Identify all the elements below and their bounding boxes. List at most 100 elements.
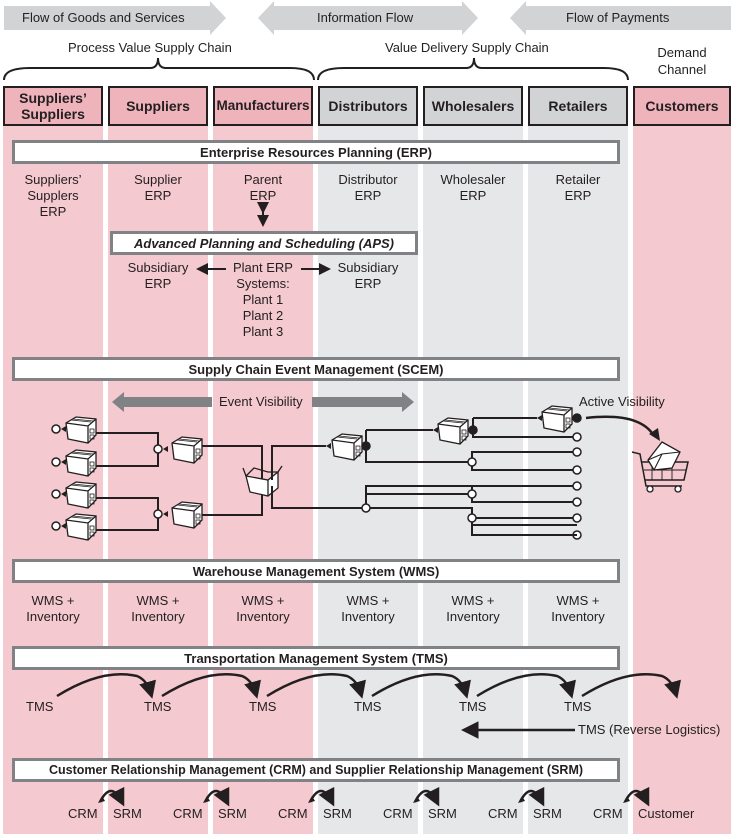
flow-tip: [61, 459, 66, 465]
wms-cell: WMS +Inventory: [318, 593, 418, 625]
event-visibility-label: Event Visibility: [219, 394, 303, 409]
tms-flow-arrow: [161, 672, 261, 699]
delivery-group-label: Value Delivery Supply Chain: [385, 40, 549, 55]
crm-arrowhead: [308, 796, 315, 803]
erp-text: Supplers: [27, 188, 79, 203]
network-link: [271, 486, 366, 509]
srm-label: SRM: [428, 806, 457, 821]
header-suppliers-suppliers: Suppliers’Suppliers: [3, 86, 103, 126]
crm-arrowhead: [518, 796, 525, 803]
srm-label: SRM: [323, 806, 352, 821]
process-brace: [3, 57, 315, 81]
information-flow-label: Information Flow: [317, 10, 414, 25]
information-flow-arrow: [258, 1, 478, 35]
demand-label-line1: Demand: [657, 45, 707, 60]
column-wholesalers: [423, 124, 523, 834]
network-node: [467, 489, 477, 499]
group-braces: [3, 57, 629, 81]
tms-label: TMS: [459, 699, 487, 714]
network-node: [572, 447, 582, 457]
column-customers: [633, 124, 731, 834]
erp-text: Retailer: [555, 172, 601, 187]
flow-tip: [326, 443, 331, 449]
erp-text: Wholesaler: [440, 172, 506, 187]
tms-label: TMS: [354, 699, 382, 714]
wms-line2: Inventory: [341, 609, 395, 624]
crm-label: CRM: [68, 806, 98, 821]
network-node: [51, 521, 61, 531]
aps-band: Advanced Planning and Scheduling (APS): [110, 231, 418, 255]
header-manufacturers: Manufacturers: [213, 86, 313, 126]
tms-flow-arrow: [581, 672, 681, 699]
wms-cell: WMS +Inventory: [3, 593, 103, 625]
erp-text: Parent: [243, 172, 283, 187]
flow-tip: [433, 427, 438, 433]
srm-label: SRM: [113, 806, 142, 821]
network-node: [572, 513, 582, 523]
tms-label: TMS: [26, 699, 54, 714]
network-node: [153, 509, 163, 519]
flow-tip: [163, 511, 168, 517]
active-visibility-arrow: [585, 415, 656, 437]
package-icon: [171, 501, 203, 529]
goods-flow-arrow: [4, 1, 226, 35]
erp-text: ERP: [249, 188, 277, 203]
active-node: [572, 413, 582, 423]
wms-band: Warehouse Management System (WMS): [12, 559, 620, 583]
network-node: [572, 465, 582, 475]
network-node: [51, 457, 61, 467]
network-node: [467, 513, 477, 523]
tms-reverse-label: TMS (Reverse Logistics): [578, 722, 721, 737]
package-icon: [65, 481, 97, 509]
plant-text: Plant 3: [242, 324, 284, 339]
erp-text: ERP: [564, 188, 592, 203]
plant-text: Plant ERP: [233, 260, 293, 275]
crm-label: CRM: [593, 806, 623, 821]
plant-text: Systems:: [236, 276, 290, 291]
sub-text: Subsidiary: [337, 260, 399, 275]
tms-flow-arrow: [371, 672, 471, 699]
flow-arrows: [4, 1, 731, 35]
plant-text: Plant 1: [242, 292, 284, 307]
demand-label-line2: Channel: [657, 62, 707, 77]
plant-text: Plant 2: [242, 308, 284, 323]
payments-flow-label: Flow of Payments: [566, 10, 670, 25]
shopping-cart-icon: [631, 441, 689, 493]
scem-band: Supply Chain Event Management (SCEM): [12, 357, 620, 381]
crm-label: CRM: [383, 806, 413, 821]
erp-text: ERP: [39, 204, 67, 219]
wms-line2: Inventory: [131, 609, 185, 624]
package-icon: [65, 449, 97, 477]
network-node: [572, 481, 582, 491]
tms-flow-arrow: [56, 672, 156, 699]
package-icon: [331, 433, 363, 461]
crm-arrowhead: [623, 796, 630, 803]
package-icon: [541, 405, 573, 433]
crm-arrowhead: [98, 796, 105, 803]
crm-arrowhead: [413, 796, 420, 803]
flow-tip: [163, 446, 168, 452]
flow-tip: [61, 523, 66, 529]
srm-label: SRM: [218, 806, 247, 821]
srm-label: SRM: [533, 806, 562, 821]
erp-text: ERP: [354, 188, 382, 203]
erp-text: ERP: [144, 188, 172, 203]
tms-label: TMS: [249, 699, 277, 714]
wms-line1: WMS +: [31, 593, 75, 608]
erp-text: Supplier: [134, 172, 182, 187]
package-icon: [65, 513, 97, 541]
network-link: [271, 445, 326, 480]
process-group-label: Process Value Supply Chain: [68, 40, 232, 55]
crm-arrowhead: [203, 796, 210, 803]
wms-line1: WMS +: [346, 593, 390, 608]
network-node: [51, 424, 61, 434]
